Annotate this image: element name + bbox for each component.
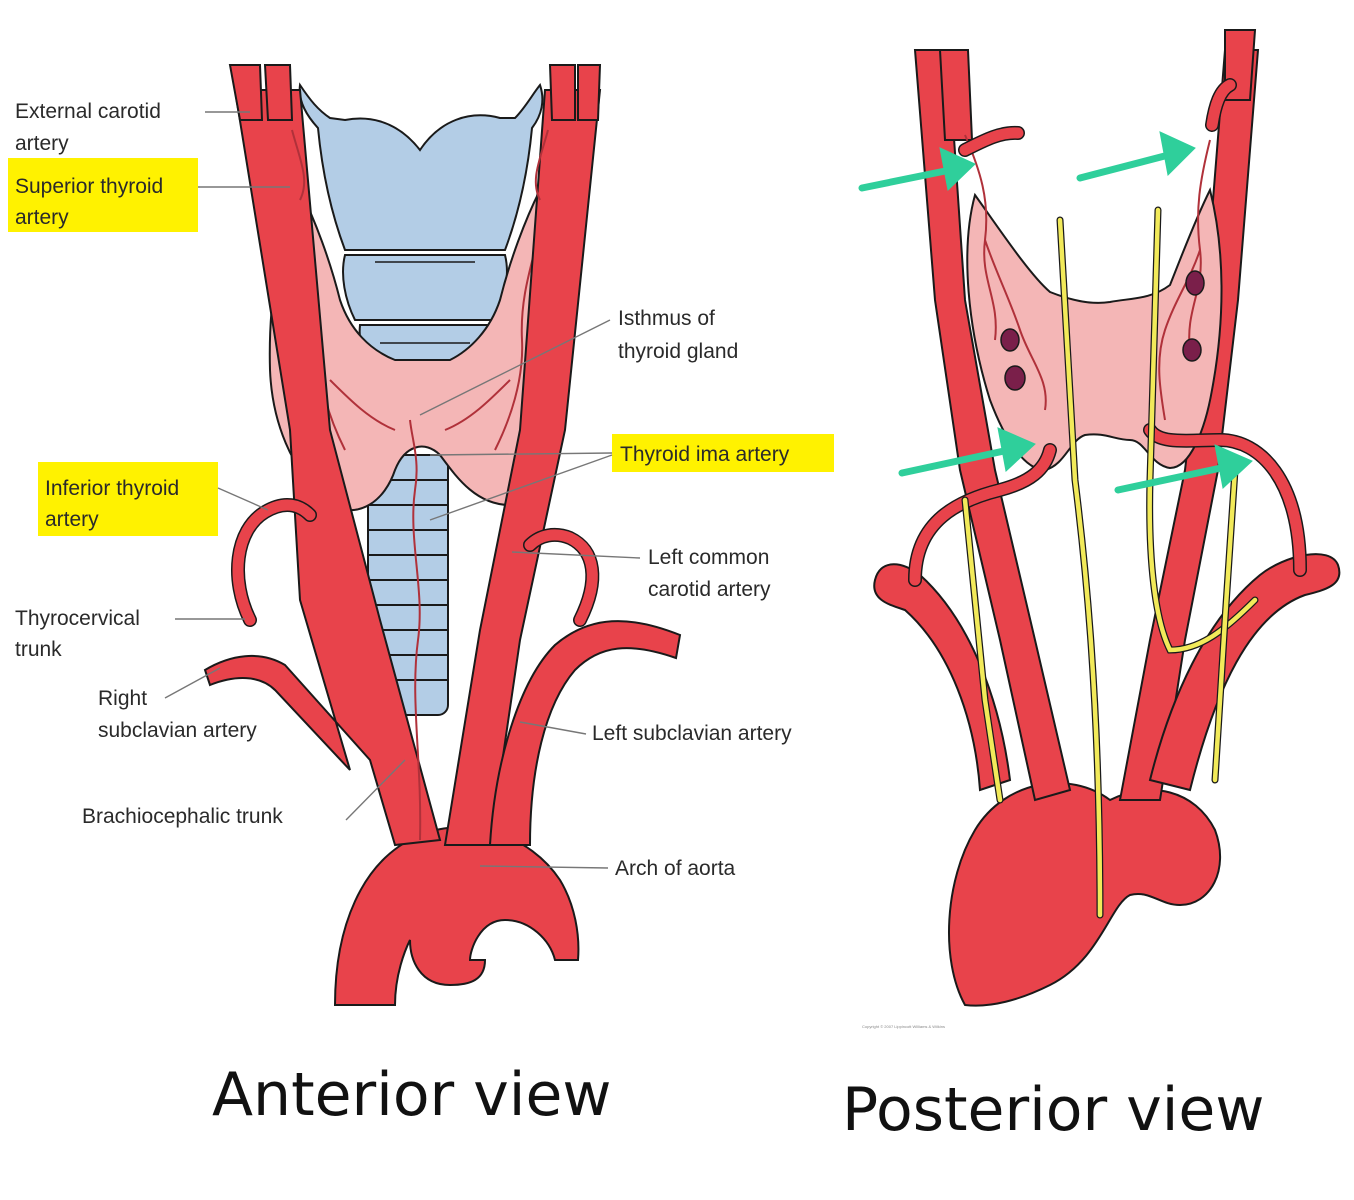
aortic-arch <box>333 826 580 1006</box>
label-thyroid-ima: Thyroid ima artery <box>620 443 790 466</box>
caption-anterior: Anterior view <box>212 1060 611 1130</box>
label-external-carotid: External carotid <box>15 100 161 123</box>
posterior-inferior-thyroid-loops <box>908 423 1307 587</box>
label-thyrocervical-2: trunk <box>15 638 62 661</box>
label-brachiocephalic: Brachiocephalic trunk <box>82 805 283 828</box>
label-superior-thyroid-2: artery <box>15 206 69 229</box>
highlight-superior-thyroid <box>8 158 198 232</box>
posterior-arrows <box>858 131 1253 494</box>
posterior-aortic-arch <box>947 782 1221 1007</box>
anterior-illustration <box>203 64 682 1006</box>
thyroid-ima-artery <box>409 419 422 841</box>
label-isthmus: Isthmus of <box>618 307 715 330</box>
label-thyrocervical: Thyrocervical <box>15 607 140 630</box>
posterior-illustration: Copyright © 2007 Lippincott Williams & W… <box>858 29 1341 1029</box>
posterior-left-carotid <box>1118 49 1260 801</box>
arrow-right-icon <box>1076 131 1196 182</box>
label-inferior-thyroid: Inferior thyroid <box>45 477 179 500</box>
posterior-left-subclavian <box>1148 553 1341 792</box>
label-arch-of-aorta: Arch of aorta <box>615 857 736 880</box>
label-left-subclavian: Left subclavian artery <box>592 722 792 745</box>
label-isthmus-2: thyroid gland <box>618 340 738 363</box>
label-inferior-thyroid-2: artery <box>45 508 99 531</box>
label-superior-thyroid: Superior thyroid <box>15 175 163 198</box>
label-external-carotid-2: artery <box>15 132 69 155</box>
posterior-right-subclavian <box>873 563 1012 792</box>
brachiocephalic-trunk <box>203 89 442 847</box>
arrow-right-icon <box>898 427 1036 477</box>
caption-posterior: Posterior view <box>842 1075 1264 1145</box>
arrow-right-icon <box>858 147 976 192</box>
thyroid-cartilage <box>298 82 544 381</box>
label-right-subclavian-2: subclavian artery <box>98 719 257 742</box>
label-right-subclavian: Right <box>98 687 147 710</box>
label-left-common-carotid-2: carotid artery <box>648 578 771 601</box>
carotid-bifurcations <box>228 64 602 121</box>
parathyroid-glands <box>1000 270 1205 391</box>
arrow-right-icon <box>1114 444 1253 494</box>
label-left-common-carotid: Left common <box>648 546 769 569</box>
recurrent-laryngeal-nerves <box>961 206 1259 919</box>
copyright-notice: Copyright © 2007 Lippincott Williams & W… <box>862 1024 945 1029</box>
left-subclavian <box>488 620 682 846</box>
inferior-thyroid-loops <box>231 498 600 627</box>
highlight-inferior-thyroid <box>38 462 218 536</box>
anterior-labels: External carotid artery Superior thyroid… <box>8 100 834 880</box>
highlight-thyroid-ima <box>612 434 834 472</box>
